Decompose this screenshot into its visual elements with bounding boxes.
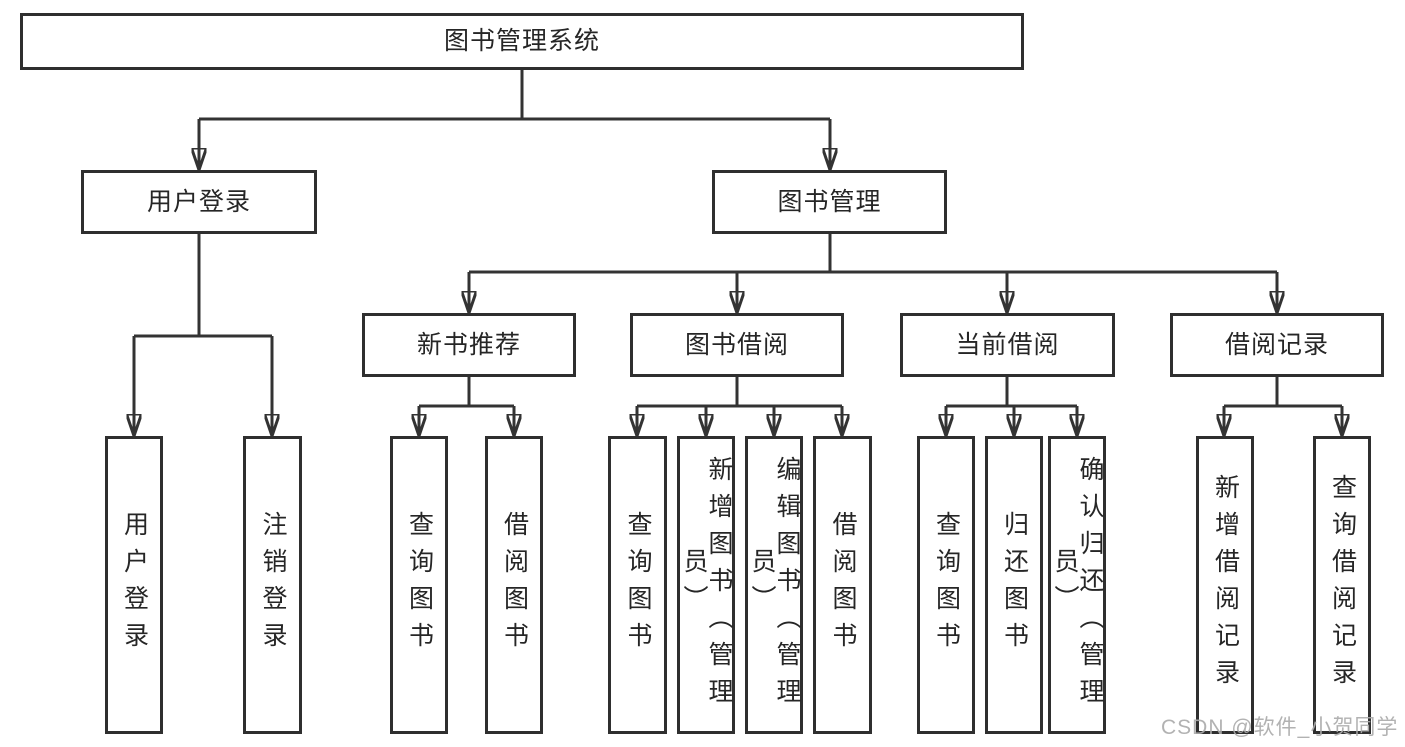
node-query-books-recommend: 查询图书 xyxy=(390,436,448,734)
connector-current-borrowing-to-leaves xyxy=(946,377,1077,435)
node-confirm-return-admin: 确认归还（管理员） xyxy=(1048,436,1106,734)
node-new-book-recommend: 新书推荐 xyxy=(362,313,576,377)
node-label: 图书管理 xyxy=(777,187,882,216)
node-label: 借阅图书 xyxy=(829,511,857,659)
node-query-borrow-record: 查询借阅记录 xyxy=(1313,436,1371,734)
node-label: 确认归还（管理员） xyxy=(1051,455,1104,715)
csdn-watermark: CSDN @软件_小贺同学 xyxy=(1161,716,1399,739)
node-borrowing-records: 借阅记录 xyxy=(1170,313,1384,377)
connector-book-management-to-level3 xyxy=(469,234,1277,312)
node-label: 查询图书 xyxy=(932,511,961,659)
node-logout: 注销登录 xyxy=(243,436,302,734)
node-label: 查询借阅记录 xyxy=(1328,474,1357,696)
connector-new-book-recommend-to-leaves xyxy=(419,377,514,435)
node-label: 查询图书 xyxy=(405,511,434,659)
node-label: 当前借阅 xyxy=(955,330,1060,359)
node-edit-books-admin: 编辑图书（管理员） xyxy=(745,436,803,734)
node-borrow-books-borrowing: 借阅图书 xyxy=(813,436,872,734)
connector-borrowing-records-to-leaves xyxy=(1224,377,1342,435)
node-query-books-borrowing: 查询图书 xyxy=(608,436,667,734)
node-label: 借阅图书 xyxy=(500,511,529,659)
node-book-management: 图书管理 xyxy=(712,170,947,234)
connector-book-borrowing-to-leaves xyxy=(637,377,842,435)
node-label: 用户登录 xyxy=(120,511,149,659)
node-label: 新增图书（管理员） xyxy=(680,455,733,715)
connector-root-to-level2 xyxy=(199,70,830,169)
node-label: 查询图书 xyxy=(624,511,652,659)
node-label: 编辑图书（管理员） xyxy=(748,455,801,715)
node-add-borrow-record: 新增借阅记录 xyxy=(1196,436,1254,734)
node-label: 图书管理系统 xyxy=(443,27,600,55)
node-book-borrowing: 图书借阅 xyxy=(630,313,844,377)
node-borrow-books-recommend: 借阅图书 xyxy=(485,436,543,734)
connector-user-login-to-leaves xyxy=(134,234,272,435)
node-label: 新书推荐 xyxy=(416,330,521,359)
node-label: 注销登录 xyxy=(259,511,287,659)
node-user-login-leaf: 用户登录 xyxy=(105,436,163,734)
node-root-system: 图书管理系统 xyxy=(20,13,1024,70)
node-label: 图书借阅 xyxy=(684,330,789,359)
node-label: 归还图书 xyxy=(1000,511,1029,659)
node-return-books: 归还图书 xyxy=(985,436,1043,734)
node-add-books-admin: 新增图书（管理员） xyxy=(677,436,735,734)
node-label: 借阅记录 xyxy=(1224,330,1329,359)
node-label: 用户登录 xyxy=(146,187,251,216)
node-current-borrowing: 当前借阅 xyxy=(900,313,1115,377)
node-label: 新增借阅记录 xyxy=(1211,474,1240,696)
node-user-login: 用户登录 xyxy=(81,170,317,234)
node-query-books-current: 查询图书 xyxy=(917,436,975,734)
